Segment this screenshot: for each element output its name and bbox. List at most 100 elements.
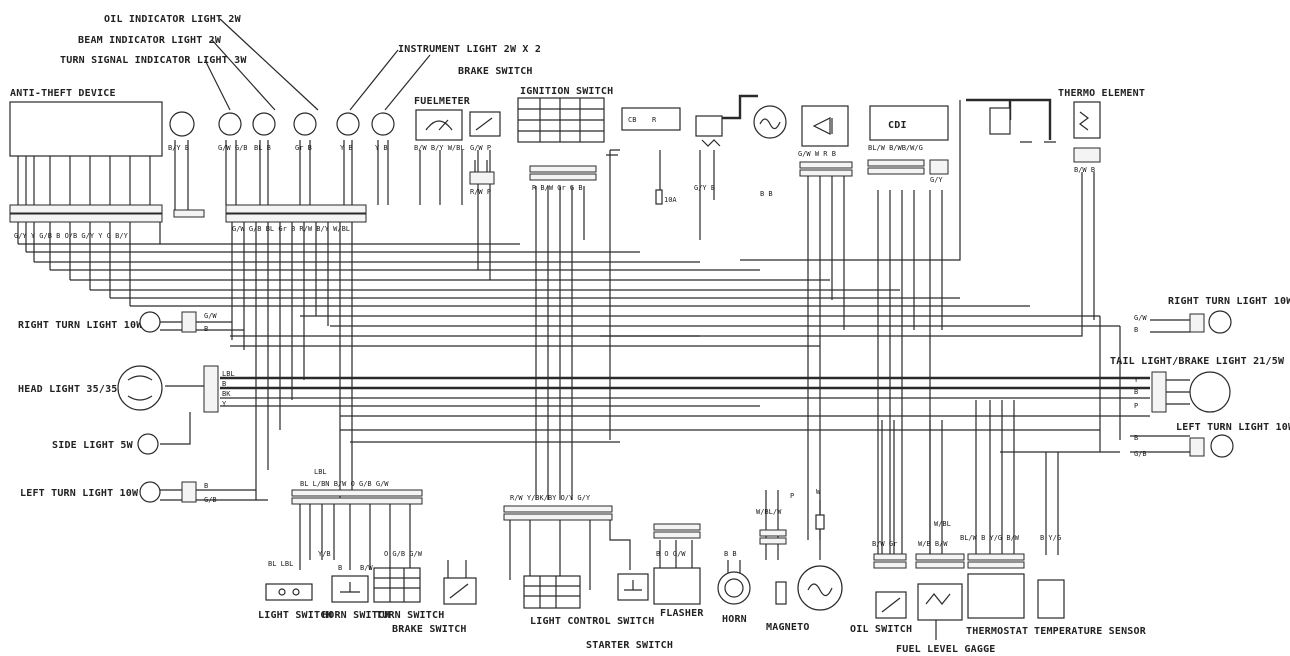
svg-text:Y: Y [222, 400, 227, 408]
svg-text:G/B: G/B [204, 496, 217, 504]
head-light-label: HEAD LIGHT 35/35W [18, 384, 125, 395]
side-light-label: SIDE LIGHT 5W [52, 440, 134, 451]
right-turn-lamp-icon [139, 311, 161, 333]
lamp-icon [336, 112, 360, 136]
svg-text:P: P [1134, 402, 1138, 410]
svg-text:B/W Gr: B/W Gr [872, 540, 897, 548]
svg-text:W: W [816, 488, 821, 496]
svg-text:R B/W Gr G B: R B/W Gr G B [532, 184, 583, 192]
svg-text:Gr B: Gr B [295, 144, 312, 152]
fuel-meter: B/W B/Y W/BL [414, 109, 465, 152]
svg-text:G/Y B: G/Y B [694, 184, 715, 192]
right-turn-light-left-label: RIGHT TURN LIGHT 10W [18, 320, 143, 331]
light-switch: BL LBL LIGHT SWITCH [258, 560, 332, 621]
anti-theft-connector [9, 204, 163, 214]
horn: B B HORN [717, 550, 751, 625]
svg-text:G/W: G/W [1134, 314, 1147, 322]
left-turn-lamp-icon [139, 481, 161, 503]
motor-icon [753, 105, 787, 139]
magneto: W/BL/W P W MAGNETO [756, 488, 843, 633]
svg-text:CB: CB [628, 116, 636, 124]
right-turn-light-right-label: RIGHT TURN LIGHT 10W [1168, 296, 1290, 307]
svg-text:R/W P: R/W P [470, 188, 491, 196]
thermo-element: B/W B [966, 98, 1101, 174]
svg-text:BL L/BN B/W O G/B G/W: BL L/BN B/W O G/B G/W [300, 480, 389, 488]
svg-text:B Y/G: B Y/G [1040, 534, 1061, 542]
svg-text:B: B [338, 564, 342, 572]
tail-light-label: TAIL LIGHT/BRAKE LIGHT 21/5W [1110, 356, 1285, 367]
svg-text:P: P [790, 492, 794, 500]
tail-lamp-icon [1189, 371, 1231, 413]
meter-connector [225, 204, 367, 214]
oil-switch-label: OIL SWITCH [850, 624, 912, 635]
oil-switch: B/W Gr OIL SWITCH [850, 540, 912, 635]
svg-text:B O G/W: B O G/W [656, 550, 686, 558]
temperature-sensor-label: TEMPERATURE SENSOR [1034, 626, 1147, 637]
svg-text:B B: B B [760, 190, 773, 198]
starter-switch: STARTER SWITCH [586, 573, 673, 651]
wiring-harness [17, 100, 1190, 590]
svg-text:B/W B: B/W B [1074, 166, 1095, 174]
brake-switch-bottom: BRAKE SWITCH [392, 560, 477, 635]
right-turn-lamp-right-icon [1208, 310, 1232, 334]
svg-text:B: B [1134, 326, 1138, 334]
cdi-unit: CDI BL/W B/WB/W/G G/Y [867, 105, 949, 184]
lamp-icon [169, 111, 195, 137]
svg-text:B: B [1134, 434, 1138, 442]
svg-text:BL/W B/WB/W/G: BL/W B/WB/W/G [868, 144, 923, 152]
svg-text:B: B [204, 325, 208, 333]
ignition-switch-label: IGNITION SWITCH [520, 86, 613, 97]
svg-text:Y/B: Y/B [318, 550, 331, 558]
horn-label: HORN [722, 614, 747, 625]
side-lamp-icon [137, 433, 159, 455]
brake-switch-top-label: BRAKE SWITCH [458, 66, 533, 77]
turn-switch: O G/B G/W TURN SWITCH [373, 550, 444, 621]
left-turn-light-right-label: LEFT TURN LIGHT 10W [1176, 422, 1290, 433]
light-control-switch-label: LIGHT CONTROL SWITCH [530, 616, 654, 627]
svg-text:G/W G/B: G/W G/B [218, 144, 248, 152]
flasher-label: FLASHER [660, 608, 704, 619]
left-turn-lamp-right-icon [1210, 434, 1234, 458]
fuel-level-gauge-label: FUEL LEVEL GAGGE [896, 644, 996, 655]
temperature-sensor: B Y/G TEMPERATURE SENSOR [1034, 534, 1147, 637]
svg-text:G/W W R B: G/W W R B [798, 150, 836, 158]
indicator-lamps: B/Y B G/W G/B BL B Gr B Y B Y B [168, 111, 395, 218]
svg-text:BL B: BL B [254, 144, 271, 152]
brake-switch-top: G/W P R/W P [469, 111, 501, 196]
turn-switch-label: TURN SWITCH [376, 610, 444, 621]
beam-indicator-label: BEAM INDICATOR LIGHT 2W [78, 35, 222, 46]
lamp-icon [218, 112, 242, 136]
svg-text:BK: BK [222, 390, 231, 398]
svg-text:B/W B/Y W/BL: B/W B/Y W/BL [414, 144, 465, 152]
svg-text:LBL: LBL [314, 468, 327, 476]
anti-theft-pin-codes: G/Y Y G/B B O/B G/Y Y G B/Y [14, 232, 129, 240]
anti-theft-device: G/Y Y G/B B O/B G/Y Y G B/Y [9, 101, 163, 240]
svg-text:Y B: Y B [340, 144, 353, 152]
battery-regulator-group: CB R 10A G/Y B B B [606, 94, 787, 205]
svg-text:BL LBL: BL LBL [268, 560, 293, 568]
svg-text:G/B: G/B [1134, 450, 1147, 458]
fuelmeter-label: FUELMETER [414, 96, 471, 107]
fuse-label: 10A [664, 196, 677, 204]
starter-switch-label: STARTER SWITCH [586, 640, 673, 651]
svg-text:R/W Y/BK/BY O/Y G/Y: R/W Y/BK/BY O/Y G/Y [510, 494, 591, 502]
thermostat-label: THERMOSTAT [966, 626, 1028, 637]
svg-text:B: B [1134, 388, 1138, 396]
handlebar-switch-connector: LBL BL L/BN B/W O G/B G/W [291, 468, 423, 505]
svg-text:LBL: LBL [222, 370, 235, 378]
svg-text:W/BL/W: W/BL/W [756, 508, 782, 516]
light-control-switch: LIGHT CONTROL SWITCH [523, 575, 654, 627]
svg-text:G/Y: G/Y [930, 176, 943, 184]
svg-text:B B: B B [724, 550, 737, 558]
oil-indicator-label: OIL INDICATOR LIGHT 2W [104, 14, 242, 25]
lamp-icon [293, 112, 317, 136]
lamp-icon [371, 112, 395, 136]
turn-signal-indicator-label: TURN SIGNAL INDICATOR LIGHT 3W [60, 55, 247, 66]
svg-text:G/W P: G/W P [470, 144, 491, 152]
svg-text:R: R [652, 116, 657, 124]
fuel-level-gauge: W/B B/W W/BL FUEL LEVEL GAGGE [896, 520, 996, 655]
svg-text:Y B: Y B [375, 144, 388, 152]
lamp-icon [252, 112, 276, 136]
ignition-switch: R B/W Gr G B [517, 97, 605, 192]
